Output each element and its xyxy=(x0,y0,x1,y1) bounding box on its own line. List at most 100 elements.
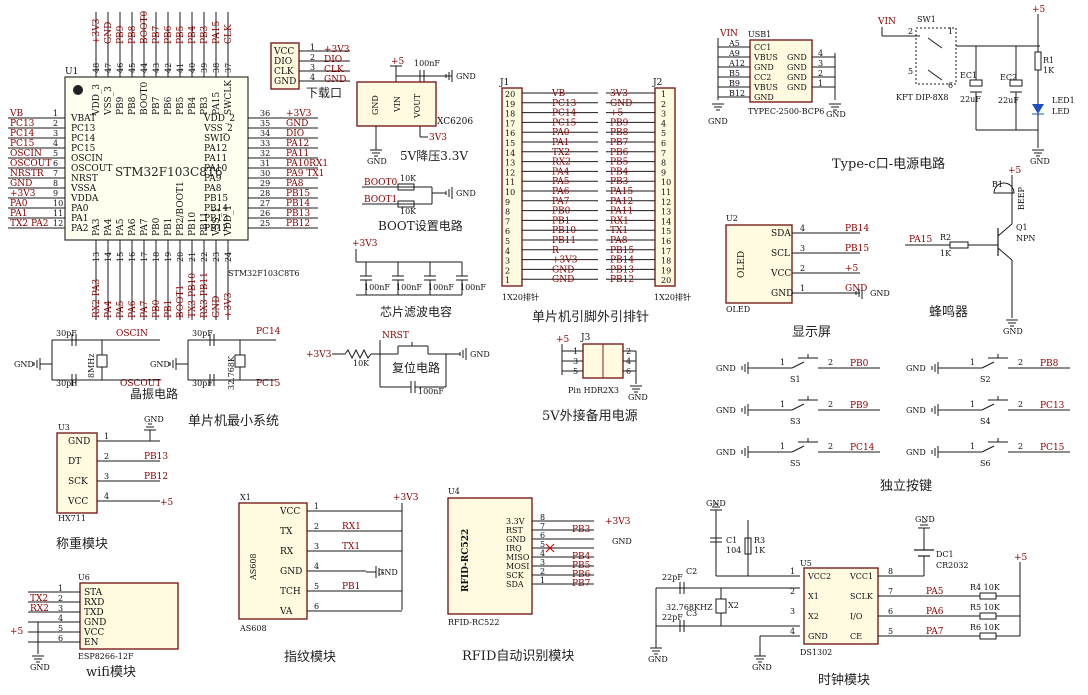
mcu-left-num: 10 xyxy=(53,199,63,208)
key-pin2: 2 xyxy=(828,442,833,451)
filter-cap-label: 100nF xyxy=(460,283,486,292)
fp-pin-name: TCH xyxy=(280,587,301,597)
rtc-x2: X2 xyxy=(728,601,739,610)
mcu-right-net: PA8 xyxy=(286,179,304,189)
hx-pin-net: PB12 xyxy=(144,472,168,482)
rfid-pin-name: 3.3V xyxy=(506,517,525,526)
fp-vcc: +3V3 xyxy=(393,493,419,503)
mcu-right-name: PB14 xyxy=(204,204,228,214)
mcu-bottom-net: TX3 PB10 xyxy=(188,273,198,318)
wifi-pin-name: RXD xyxy=(84,598,104,608)
key-pin1: 1 xyxy=(970,442,975,451)
mcu-left-net: OSCIN xyxy=(10,149,42,159)
mcu-top-name: VSS_3 xyxy=(104,86,114,116)
xtal-freq: 8MHz xyxy=(87,354,96,378)
mcu-bottom-num: 18 xyxy=(152,252,161,262)
rtc-p5: +5 xyxy=(1014,553,1028,563)
mcu-bottom-net: PB0 xyxy=(152,299,162,318)
rtc-right-res: R5 10K xyxy=(970,603,1001,612)
download-title: 下载口 xyxy=(306,86,342,100)
mcu-bottom-name: PB11 xyxy=(200,212,210,236)
mcu-top-net: PB6 xyxy=(164,25,174,44)
usb-left-name: CC2 xyxy=(754,73,771,82)
dl-pin-net: CLK xyxy=(324,65,344,75)
mcu-top-net: GND xyxy=(104,22,114,44)
j1-pin-net: PC15 xyxy=(552,118,577,128)
ldo-body xyxy=(356,81,437,127)
j2-pin-net: PB7 xyxy=(610,138,629,148)
mcu-left-net: +3V3 xyxy=(10,189,36,199)
reset-title: 复位电路 xyxy=(392,360,440,375)
rtc-left-num: 3 xyxy=(790,607,795,616)
rtc-left-name: VCC2 xyxy=(807,572,831,581)
rtc-gnd-l: GND xyxy=(648,655,668,664)
sw-part: KFT DIP-8X8 xyxy=(896,93,949,102)
key-net: PB9 xyxy=(850,401,869,411)
wifi-pin-name: STA xyxy=(84,588,103,598)
key-gnd-icon xyxy=(931,445,939,459)
j1-pin-num: 16 xyxy=(505,129,515,138)
j2-pin-num: 13 xyxy=(661,208,671,217)
j2-pin-net: PB6 xyxy=(610,148,629,158)
usb-right-name: GND xyxy=(787,73,807,82)
j1-pin-net: RX2 xyxy=(552,158,571,168)
fp-pin-name: TX xyxy=(280,527,293,537)
j1-body xyxy=(501,87,523,287)
j1-pin-net: PA1 xyxy=(552,138,569,148)
ldo-title: 5V降压3.3V xyxy=(400,149,468,163)
mcu-bottom-name: PB0 xyxy=(152,217,162,236)
usb-ref: USB1 xyxy=(748,30,771,39)
rfid-gnd: GND xyxy=(612,537,632,546)
mcu-bottom-num: 15 xyxy=(116,252,125,262)
j3-title: 5V外接备用电源 xyxy=(542,408,638,424)
rfid-pin-net: PB3 xyxy=(572,525,591,535)
dl-pin-num: 3 xyxy=(310,63,315,72)
rtc-right-net: PA7 xyxy=(926,627,944,637)
j2-pin-net: PB9 xyxy=(610,118,629,128)
wifi-pin-num: 2 xyxy=(58,594,63,603)
j1-pin-net: +3V3 xyxy=(552,256,578,266)
hx-part: HX711 xyxy=(58,514,86,523)
boot-r1: 10K xyxy=(400,207,417,216)
mcu-left-num: 9 xyxy=(53,189,58,198)
led-val: LED xyxy=(1052,107,1070,116)
xtal-freq2: 32.768K xyxy=(227,355,236,390)
buzz-r2-val: 1K xyxy=(940,249,952,258)
key-pin2: 2 xyxy=(828,400,833,409)
rtc-left-name: X1 xyxy=(808,592,819,601)
mcu-left-name: PA2 xyxy=(71,224,88,234)
mcu-top-pins: +3V348VDD_3GND47VSS_3PB946PB9PB845PB8BOO… xyxy=(92,10,234,116)
keys-title: 独立按键 xyxy=(880,479,932,494)
wifi-pin-num: 1 xyxy=(58,584,63,593)
oled-pin-num: 3 xyxy=(800,244,805,253)
rfid-pin-num: 5 xyxy=(540,540,545,549)
mcu-top-num: 48 xyxy=(92,63,101,73)
mcu-bottom-num: 16 xyxy=(128,252,137,262)
j1-pin-net: GND xyxy=(552,275,574,285)
mcu-top-net: BOOT0 xyxy=(140,10,150,44)
rtc-c1-val: 104 xyxy=(726,546,741,555)
key-pin1: 1 xyxy=(970,400,975,409)
j1-pin-num: 2 xyxy=(505,266,510,275)
j1-pin-num: 10 xyxy=(505,188,515,197)
filter-title: 芯片滤波电容 xyxy=(380,304,452,319)
j1-pin-net: PC13 xyxy=(552,99,577,109)
rtc-module: GND C1 104 R3 1K 22pF C2 C3 22pF 32.768K… xyxy=(648,499,1028,688)
j1-pin-num: 20 xyxy=(505,90,515,99)
mcu-bottom-name: VSS_1 xyxy=(212,207,222,237)
usb-left-num: A12 xyxy=(728,59,745,68)
j2-pin-net: PB12 xyxy=(610,275,634,285)
mcu-left-num: 7 xyxy=(53,169,58,178)
mcu-bottom-net: BOOT1 xyxy=(176,285,186,318)
mcu-left-num: 6 xyxy=(53,159,58,168)
hx-pin-num: 4 xyxy=(104,492,109,501)
key-pin2: 2 xyxy=(1018,358,1023,367)
oled-name: OLED xyxy=(737,251,747,278)
mcu-name: STM32F103C8T6 xyxy=(115,165,222,179)
fp-title: 指纹模块 xyxy=(284,650,336,665)
j1-pin-num: 17 xyxy=(505,119,515,128)
sw-pin1: 1 xyxy=(948,27,953,36)
j2-pin-num: 19 xyxy=(661,266,671,275)
mcu-left-num: 12 xyxy=(53,219,63,228)
